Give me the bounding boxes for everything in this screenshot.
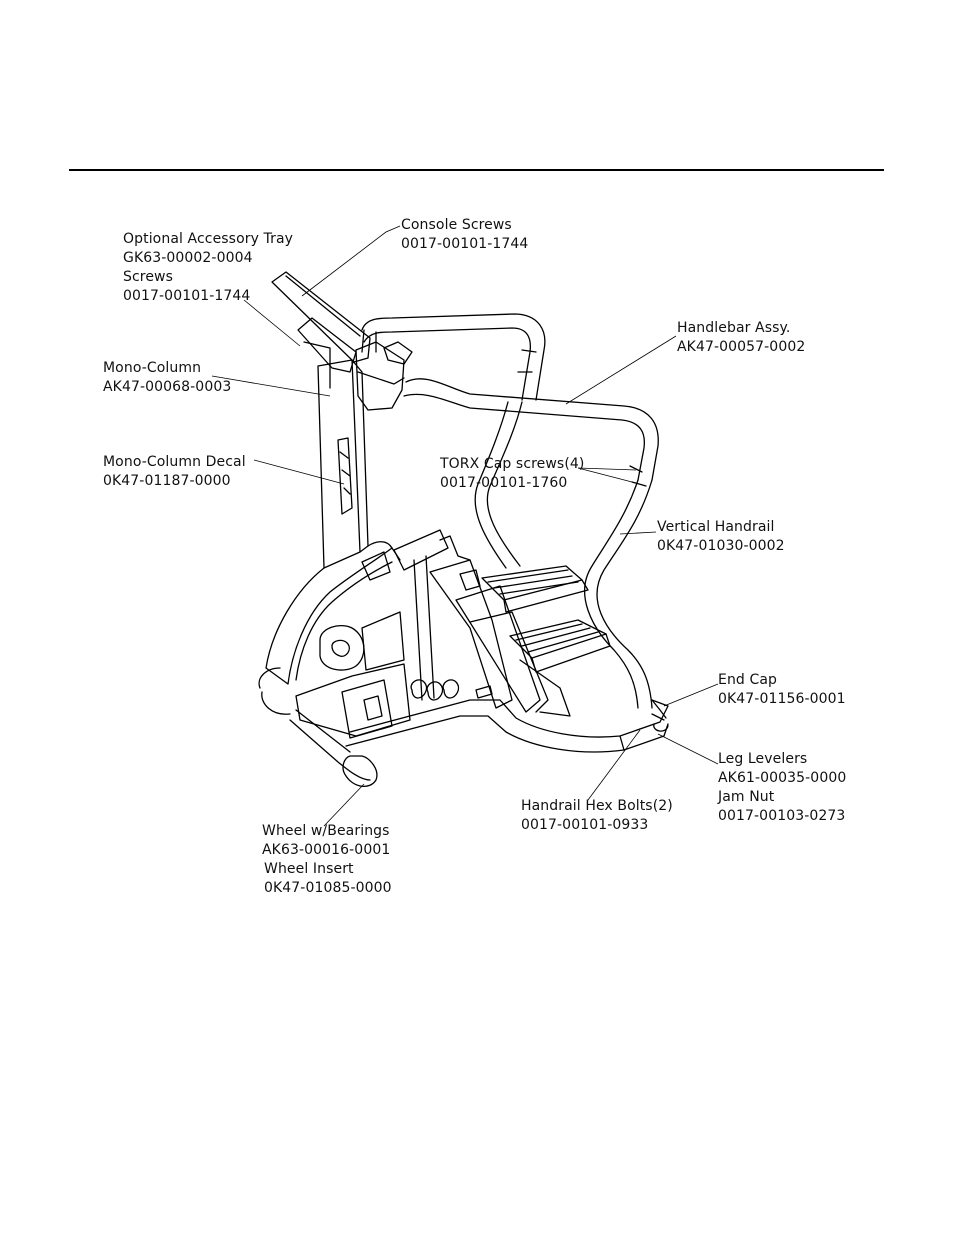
callout-name: Mono-Column [103, 360, 202, 376]
handlebar-drawing [361, 313, 659, 481]
callout-wheel: Wheel w/Bearings AK63-00016-0001 Wheel I… [262, 822, 392, 898]
drive-mechanism-drawing [258, 529, 549, 739]
leader-accessory-tray [243, 299, 301, 347]
callout-handrail-bolts: Handrail Hex Bolts(2) 0017-00101-0933 [521, 797, 673, 835]
leader-end-cap [663, 683, 719, 707]
callout-mono-column-decal: Mono-Column Decal 0K47-01187-0000 [103, 453, 246, 491]
leader-vertical-handrail [619, 531, 657, 535]
base-frame-drawing [289, 699, 669, 787]
callout-part: 0K47-01156-0001 [718, 691, 846, 707]
callout-name: Console Screws [401, 217, 512, 233]
callout-mono-column: Mono-Column AK47-00068-0003 [103, 359, 231, 397]
callout-torx-screws: TORX Cap screws(4) 0017-00101-1760 [440, 455, 584, 493]
callout-name: Handlebar Assy. [677, 320, 791, 336]
callout-name: Leg Levelers [718, 751, 808, 767]
callout-part: 0K47-01030-0002 [657, 538, 785, 554]
mono-column-drawing [317, 359, 369, 569]
console-drawing [271, 271, 413, 411]
callout-name: TORX Cap screws(4) [440, 456, 585, 472]
callout-part: GK63-00002-0004 [123, 250, 253, 266]
vertical-handrail-drawing [474, 401, 653, 709]
callout-console-screws: Console Screws 0017-00101-1744 [401, 216, 528, 254]
callout-part: 0017-00103-0273 [718, 808, 846, 824]
callout-name: End Cap [718, 672, 777, 688]
callout-end-cap: End Cap 0K47-01156-0001 [718, 671, 846, 709]
callout-name: Optional Accessory Tray [123, 231, 294, 247]
leader-wheel [323, 783, 365, 827]
callout-part: 0017-00101-1744 [401, 236, 529, 252]
leader-leg-levelers [657, 733, 719, 765]
callout-name: Wheel w/Bearings [262, 823, 390, 839]
callout-part: AK63-00016-0001 [262, 842, 391, 858]
leader-handrail-bolts [587, 729, 641, 801]
leader-torx-1 [577, 467, 637, 471]
callout-part: 0017-00101-0933 [521, 817, 649, 833]
callout-accessory-tray: Optional Accessory Tray GK63-00002-0004 … [123, 230, 293, 306]
leader-lines [211, 225, 719, 827]
shroud-drawing [265, 541, 401, 685]
callout-name: Jam Nut [718, 789, 775, 805]
callout-part: 0K47-01085-0000 [264, 880, 392, 896]
leader-handlebar [565, 335, 677, 405]
callout-name: Vertical Handrail [657, 519, 775, 535]
callout-part: AK47-00057-0002 [677, 339, 806, 355]
callout-part: AK47-00068-0003 [103, 379, 232, 395]
callout-part: 0K47-01187-0000 [103, 473, 231, 489]
callout-handlebar: Handlebar Assy. AK47-00057-0002 [677, 319, 805, 357]
callout-name: Mono-Column Decal [103, 454, 246, 470]
leader-console-screws [301, 225, 401, 297]
callout-name: Screws [123, 269, 173, 285]
callout-part: 0017-00101-1760 [440, 475, 568, 491]
header-rule [69, 169, 884, 171]
callout-name: Wheel Insert [264, 861, 354, 877]
leader-torx-2 [577, 467, 633, 483]
callout-name: Handrail Hex Bolts(2) [521, 798, 673, 814]
callout-part: AK61-00035-0000 [718, 770, 847, 786]
callout-leg-levelers: Leg Levelers AK61-00035-0000 Jam Nut 001… [718, 750, 846, 826]
callout-vertical-handrail: Vertical Handrail 0K47-01030-0002 [657, 518, 785, 556]
leader-mono-column-decal [253, 459, 345, 485]
callout-part: 0017-00101-1744 [123, 288, 251, 304]
leader-mono-column [211, 375, 331, 397]
